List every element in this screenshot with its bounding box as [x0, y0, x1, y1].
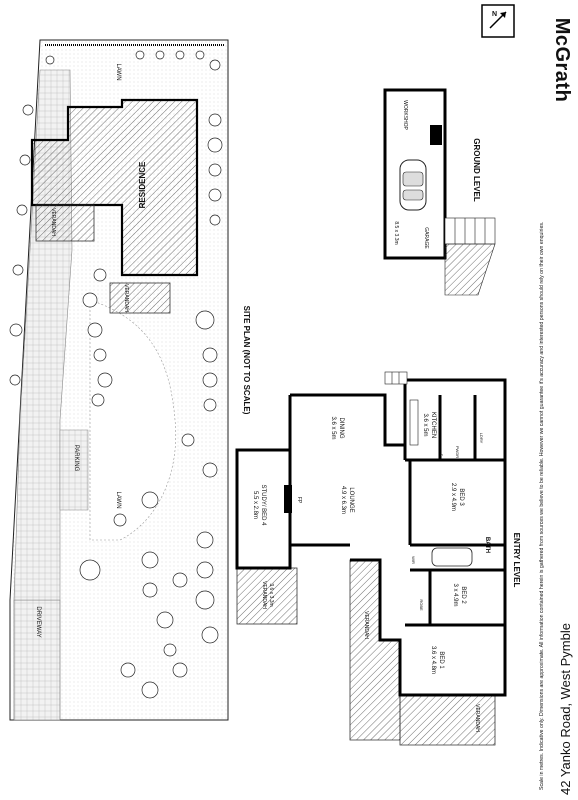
workshop-label: WORKSHOP [402, 100, 408, 130]
verandah-c-area [349, 559, 401, 741]
lounge-dims: 4.9 x 6.3m [340, 486, 346, 514]
north-arrow-icon: N [481, 4, 515, 38]
kitchen-label: KITCHEN [430, 412, 436, 438]
entry-walls [235, 378, 507, 697]
verandah-c-label: VERANDAH [474, 704, 480, 732]
fp-label: FP [296, 497, 302, 504]
pwdr-label: PWDR [455, 446, 460, 458]
wir-label: WIR [411, 556, 416, 564]
lawn-area [89, 299, 177, 541]
site-verandah-1 [35, 204, 95, 242]
kitchen-counter [409, 399, 419, 446]
lawn-mid-label: LAWN [115, 491, 121, 508]
dining-dims: 3.6 x 5m [330, 416, 336, 439]
verandah-a-label: VERANDAH [261, 581, 267, 609]
bathtub [431, 547, 473, 567]
bed3-dims: 2.9 x 4.9m [450, 483, 456, 511]
kitchen-dims: 3.6 x 5m [422, 413, 428, 436]
dining-label: DINING [338, 418, 344, 439]
residence-building [30, 98, 199, 277]
ground-stairs [444, 217, 496, 296]
disclaimer-text: Scale in metres. Indicative only. Dimens… [539, 222, 545, 790]
ground-level: WORKSHOP GARAGE 8.5 x 3.3m GROUND LEVEL [383, 88, 496, 296]
lounge-label: LOUNGE [348, 487, 354, 512]
verandah-a-dims: 3.6 x 3.3m [268, 583, 274, 606]
garage-dims: 8.5 x 3.3m [393, 221, 399, 244]
bath-label: BATH [484, 537, 490, 553]
brand-logo: McGrath [551, 18, 573, 103]
site-plan-title: SITE PLAN (NOT TO SCALE) [242, 306, 251, 415]
verandah-b-label: VERANDAH [363, 611, 369, 639]
study-dims: 5.5 x 2.8m [252, 491, 258, 519]
site-verandah-2 [109, 282, 171, 314]
bed1-label: BED 1 [438, 651, 444, 669]
verandah-a-area [236, 567, 298, 625]
svg-text:N: N [492, 11, 497, 18]
ground-level-title: GROUND LEVEL [472, 138, 481, 202]
site-verandah-1-label: VERANDAH [50, 208, 56, 236]
property-address: 42 Yanko Road, West Pymble [558, 623, 573, 795]
parking-pad [59, 429, 89, 511]
residence-label: RESIDENCE [138, 161, 147, 208]
car-icon [399, 159, 427, 211]
site-verandah-2-label: VERANDAH [123, 284, 129, 312]
entry-level-title: ENTRY LEVEL [512, 533, 521, 588]
ldry-label: LDRY [479, 433, 484, 444]
bed3-label: BED 3 [458, 488, 464, 506]
parking-label: PARKING [73, 445, 79, 472]
robe-label: ROBE [419, 599, 424, 611]
fireplace [284, 485, 292, 513]
entry-level: DINING 3.6 x 5m KITCHEN 3.6 x 5m LOUNGE … [235, 371, 521, 746]
bed2-label: BED 2 [460, 586, 466, 604]
bed1-dims: 3.6 x 4.8m [430, 646, 436, 674]
bed2-dims: 3 x 4.9m [452, 583, 458, 606]
garage-label: GARAGE [423, 227, 429, 249]
entry-stairs [384, 371, 408, 385]
site-trees [9, 50, 223, 699]
f-label: F [439, 454, 444, 457]
lawn-top-label: LAWN [115, 63, 121, 80]
site-plan: RESIDENCE LAWN LAWN PARKING DRIVEWAY VER… [9, 39, 251, 721]
driveway-label: DRIVEWAY [35, 606, 41, 637]
study-label: STUDY/ BED 4 [260, 484, 266, 526]
